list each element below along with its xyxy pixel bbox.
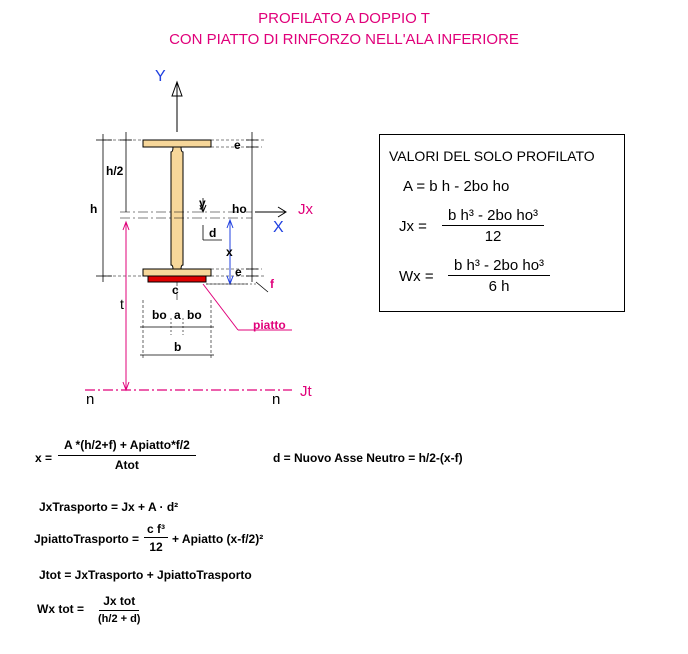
x-formula-lhs: x =: [35, 451, 53, 465]
y-axis-label: Y: [155, 68, 166, 85]
x-formula-numerator: A *(h/2+f) + Apiatto*f/2: [58, 438, 196, 456]
wx-tot-formula-denominator: (h/2 + d): [98, 613, 141, 625]
wx-formula-fraction: b h³ - 2bo ho³ 6 h: [448, 257, 551, 295]
y-label: y: [199, 196, 206, 210]
e-bottom-label: e: [235, 265, 242, 279]
bo-left-label: bo: [152, 308, 167, 322]
bottom-flange: [142, 268, 212, 277]
piatto-label: piatto: [253, 318, 286, 332]
wx-formula-numerator: b h³ - 2bo ho³: [448, 257, 551, 276]
box-heading: VALORI DEL SOLO PROFILATO: [389, 148, 595, 164]
h-label: h: [90, 202, 98, 216]
jpiatto-formula-rest: + Apiatto (x-f/2)²: [172, 532, 264, 546]
title-line-1: PROFILATO A DOPPIO T: [258, 10, 430, 27]
wx-tot-formula-numerator: Jx tot: [99, 594, 140, 611]
wx-tot-formula-fraction: Jx tot (h/2 + d): [98, 594, 140, 625]
jx-label: Jx: [298, 201, 313, 218]
jx-formula-lhs: Jx =: [399, 218, 427, 235]
top-flange: [142, 139, 212, 148]
a-label: a: [174, 308, 181, 322]
jx-formula-denominator: 12: [484, 228, 502, 245]
jx-formula-numerator: b h³ - 2bo ho³: [442, 207, 545, 226]
d-label: d: [209, 226, 217, 240]
web: [170, 146, 184, 270]
y-axis-arrowhead: [171, 80, 183, 97]
jx-trasporto-formula: JxTrasporto = Jx + A · d²: [39, 500, 179, 514]
h-half-label: h/2: [106, 164, 124, 178]
d-definition: d = Nuovo Asse Neutro = h/2-(x-f): [273, 451, 463, 465]
x-label: x: [226, 245, 233, 259]
n-left-label: n: [86, 391, 95, 408]
bo-right-label: bo: [187, 308, 202, 322]
jx-formula-fraction: b h³ - 2bo ho³ 12: [442, 207, 545, 245]
area-formula: A = b h - 2bo ho: [403, 178, 510, 195]
b-label: b: [174, 340, 182, 354]
x-formula-denominator: Atot: [114, 458, 139, 472]
jpiatto-formula-numerator: c f³: [144, 522, 168, 538]
ho-label: ho: [232, 202, 247, 216]
wx-formula-denominator: 6 h: [488, 278, 510, 295]
jx-arrowhead: [277, 206, 287, 218]
profile-values-box: VALORI DEL SOLO PROFILATO A = b h - 2bo …: [379, 134, 625, 312]
t-label: t: [120, 296, 124, 312]
reinforcing-plate: [147, 275, 207, 283]
jpiatto-formula-lhs: JpiattoTrasporto =: [34, 532, 140, 546]
wx-tot-formula-lhs: Wx tot =: [37, 602, 84, 616]
jtot-formula: Jtot = JxTrasporto + JpiattoTrasporto: [39, 568, 252, 582]
x-formula-fraction: A *(h/2+f) + Apiatto*f/2 Atot: [58, 438, 196, 472]
jpiatto-formula-denominator: 12: [149, 540, 163, 554]
jt-label: Jt: [300, 383, 312, 400]
c-label: c: [172, 283, 179, 297]
n-right-label: n: [272, 391, 281, 408]
title-line-2: CON PIATTO DI RINFORZO NELL'ALA INFERIOR…: [169, 31, 519, 48]
f-label: f: [270, 277, 274, 291]
wx-formula-lhs: Wx =: [399, 268, 434, 285]
jpiatto-formula-fraction: c f³ 12: [144, 522, 168, 554]
e-top-label: e: [234, 138, 241, 152]
x-axis-label: X: [273, 219, 284, 236]
